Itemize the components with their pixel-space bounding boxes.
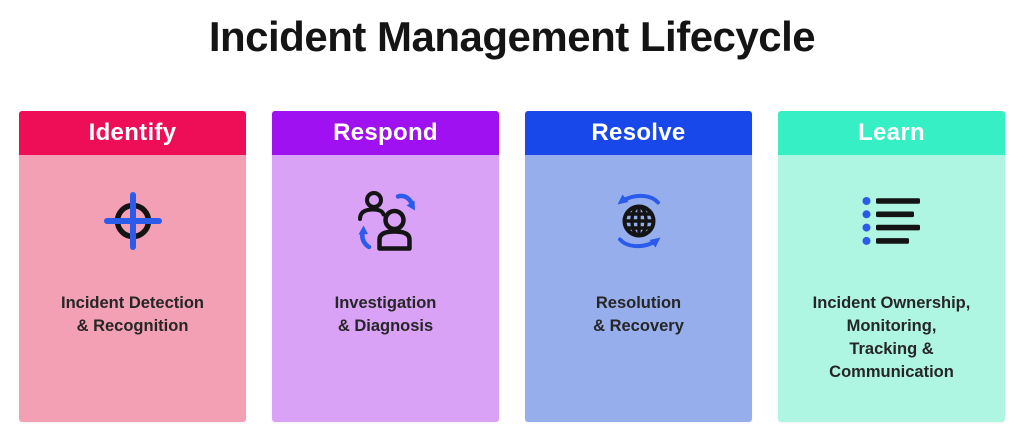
- card-respond: Respond Investig: [272, 111, 499, 422]
- card-resolve-description: Resolution & Recovery: [587, 292, 690, 338]
- card-identify: Identify Incident Detection & Recognitio…: [19, 111, 246, 422]
- description-line: Monitoring,: [846, 317, 937, 336]
- people-exchange-icon: [352, 184, 420, 258]
- description-line: Communication: [829, 363, 954, 382]
- card-resolve-header: Resolve: [525, 111, 752, 155]
- card-learn: Learn Incident Ownership, Monitoring, Tr…: [778, 111, 1005, 422]
- card-identify-body: Incident Detection & Recognition: [19, 155, 246, 422]
- card-respond-header: Respond: [272, 111, 499, 155]
- description-line: & Diagnosis: [337, 317, 434, 336]
- lifecycle-cards: Identify Incident Detection & Recognitio…: [0, 111, 1024, 422]
- card-respond-body: Investigation & Diagnosis: [272, 155, 499, 422]
- description-line: Tracking &: [849, 340, 934, 359]
- bulleted-list-icon: [861, 184, 923, 258]
- description-line: Incident Detection: [60, 294, 204, 312]
- description-line: Incident Ownership,: [812, 294, 971, 312]
- description-line: Investigation: [334, 294, 437, 312]
- description-line: & Recovery: [593, 317, 684, 336]
- description-line: Resolution: [595, 294, 682, 312]
- card-respond-description: Investigation & Diagnosis: [329, 292, 443, 338]
- description-line: & Recognition: [76, 317, 189, 336]
- card-identify-header: Identify: [19, 111, 246, 155]
- crosshair-target-icon: [101, 184, 165, 258]
- card-learn-description: Incident Ownership, Monitoring, Tracking…: [807, 292, 977, 384]
- card-identify-description: Incident Detection & Recognition: [55, 292, 210, 338]
- page-title: Incident Management Lifecycle: [208, 13, 816, 60]
- card-learn-header: Learn: [778, 111, 1005, 155]
- card-resolve-body: Resolution & Recovery: [525, 155, 752, 422]
- card-learn-body: Incident Ownership, Monitoring, Tracking…: [778, 155, 1005, 422]
- globe-sync-icon: [606, 184, 672, 258]
- card-resolve: Resolve: [525, 111, 752, 422]
